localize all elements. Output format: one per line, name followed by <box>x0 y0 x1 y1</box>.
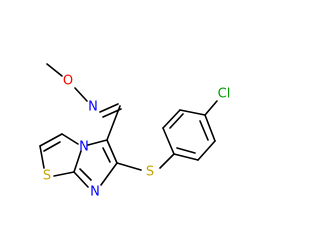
atom-cl: Cl <box>218 87 231 102</box>
atom-s-thiazole: S <box>43 169 51 184</box>
atom-n-imidazole: N <box>90 185 100 200</box>
atom-n-bridgehead: N <box>79 140 89 155</box>
bond-n-ch-1 <box>99 103 119 113</box>
bond-c5-n4 <box>87 139 108 146</box>
bond-c7a-n4 <box>73 150 82 173</box>
bond-c5-c6 <box>106 139 118 164</box>
atom-o: O <box>63 74 73 89</box>
bond-ph-6-inner <box>176 147 196 154</box>
bond-s-ph <box>159 153 175 169</box>
bond-ph-1 <box>162 127 175 155</box>
atom-s-thioether: S <box>146 165 154 180</box>
bond-ph-4 <box>204 114 216 142</box>
bond-c2-s1 <box>39 145 45 169</box>
molecule-structure: O N N N S S Cl <box>39 63 230 200</box>
bond-c-cl <box>204 100 218 116</box>
bond-n1-c7a-inner <box>79 168 92 181</box>
atom-n-oxime: N <box>88 100 98 115</box>
bond-ph-5 <box>197 140 216 161</box>
bond-c6-s <box>116 162 142 171</box>
bond-c6-n1 <box>100 162 118 186</box>
bond-s1-c7a <box>53 171 75 177</box>
bond-n1-c7a <box>73 171 89 188</box>
bond-ph-2-inner <box>169 113 184 129</box>
bond-o-n <box>74 87 88 102</box>
bond-c5-c6-inner <box>102 147 111 163</box>
bond-ph-3 <box>179 109 206 116</box>
bond-c3-c2-inner <box>43 141 61 152</box>
bond-n4-c3 <box>61 133 79 145</box>
bond-c3-c2 <box>39 133 63 147</box>
atom-labels: O N N N S S Cl <box>43 74 230 200</box>
bond-methyl-o <box>46 63 63 77</box>
bond-ph-6 <box>173 153 199 161</box>
bond-ch-c5 <box>106 105 121 141</box>
bonds <box>39 63 218 188</box>
bond-ph-2 <box>162 109 181 129</box>
bond-ph-4-inner <box>199 120 209 141</box>
